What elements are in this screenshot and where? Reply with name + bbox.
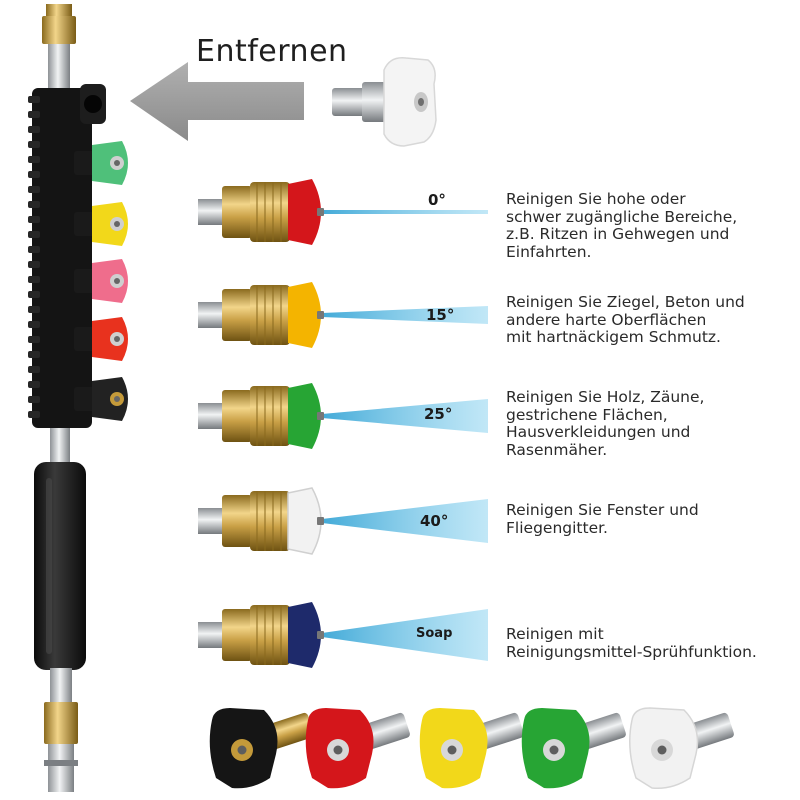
wand-nozzle-red-icon [74, 317, 128, 361]
upper-steel-pipe [48, 44, 70, 90]
lower-steel-pipe [50, 668, 72, 704]
wand-handle [34, 462, 86, 670]
spray-fan-soap [322, 609, 488, 661]
nozzle-tip-soap-icon [288, 602, 324, 668]
middle-steel-pipe [50, 428, 70, 466]
angle-label-40: 40° [420, 512, 449, 530]
nozzle-description-soap: Reinigen mit Reinigungsmittel-Sprühfunkt… [506, 625, 757, 661]
brass-coupler-40 [222, 491, 290, 551]
nozzle-row-25 [198, 383, 488, 449]
angle-label-soap: Soap [416, 626, 453, 641]
loose-nozzle-red-icon [305, 708, 410, 789]
brass-coupler-0 [222, 182, 290, 242]
quick-connect-plug [48, 744, 74, 792]
top-hex-fitting [42, 16, 76, 44]
angle-label-15: 15° [426, 306, 455, 324]
spray-fan-0 [322, 210, 488, 214]
loose-nozzle-soap-black-icon [209, 708, 314, 789]
remove-arrow [130, 62, 304, 141]
nozzle-row-soap [198, 602, 488, 668]
wand-nozzle-black-icon [74, 377, 128, 421]
nozzle-description-15: Reinigen Sie Ziegel, Beton und andere ha… [506, 293, 745, 346]
loose-nozzle-green-icon [521, 708, 626, 789]
spray-fan-40 [322, 499, 488, 543]
spray-fan-25 [322, 399, 488, 433]
loose-nozzle-white-icon [629, 707, 734, 790]
brass-coupler-soap [222, 605, 290, 665]
nozzle-description-40: Reinigen Sie Fenster und Fliegengitter. [506, 501, 699, 537]
wand-nozzle-yellow-icon [74, 202, 128, 246]
nozzle-row-15 [198, 282, 488, 348]
nozzle-tip-15-icon [288, 282, 324, 348]
remove-label: Entfernen [196, 34, 348, 69]
brass-coupler-25 [222, 386, 290, 446]
nozzle-description-25: Reinigen Sie Holz, Zäune, gestrichene Fl… [506, 388, 705, 459]
spray-fan-15 [322, 306, 488, 324]
nozzle-tip-40-icon [287, 487, 324, 555]
nozzle-row-0 [198, 179, 488, 245]
wand-nozzle-green-icon [74, 141, 128, 185]
removed-white-nozzle-icon [332, 57, 437, 147]
nozzle-row-40 [198, 487, 488, 555]
top-thread-fitting [46, 4, 72, 16]
nozzle-tip-25-icon [288, 383, 324, 449]
nozzle-holder [28, 84, 106, 428]
bottom-hex-fitting [44, 702, 78, 744]
wand-nozzle-pink-icon [74, 259, 128, 303]
angle-label-0: 0° [428, 191, 446, 209]
angle-label-25: 25° [424, 405, 453, 423]
nozzle-description-0: Reinigen Sie hohe oder schwer zugänglich… [506, 190, 738, 261]
brass-coupler-15 [222, 285, 290, 345]
nozzle-tip-0-icon [288, 179, 324, 245]
loose-nozzle-yellow-icon [419, 708, 524, 789]
